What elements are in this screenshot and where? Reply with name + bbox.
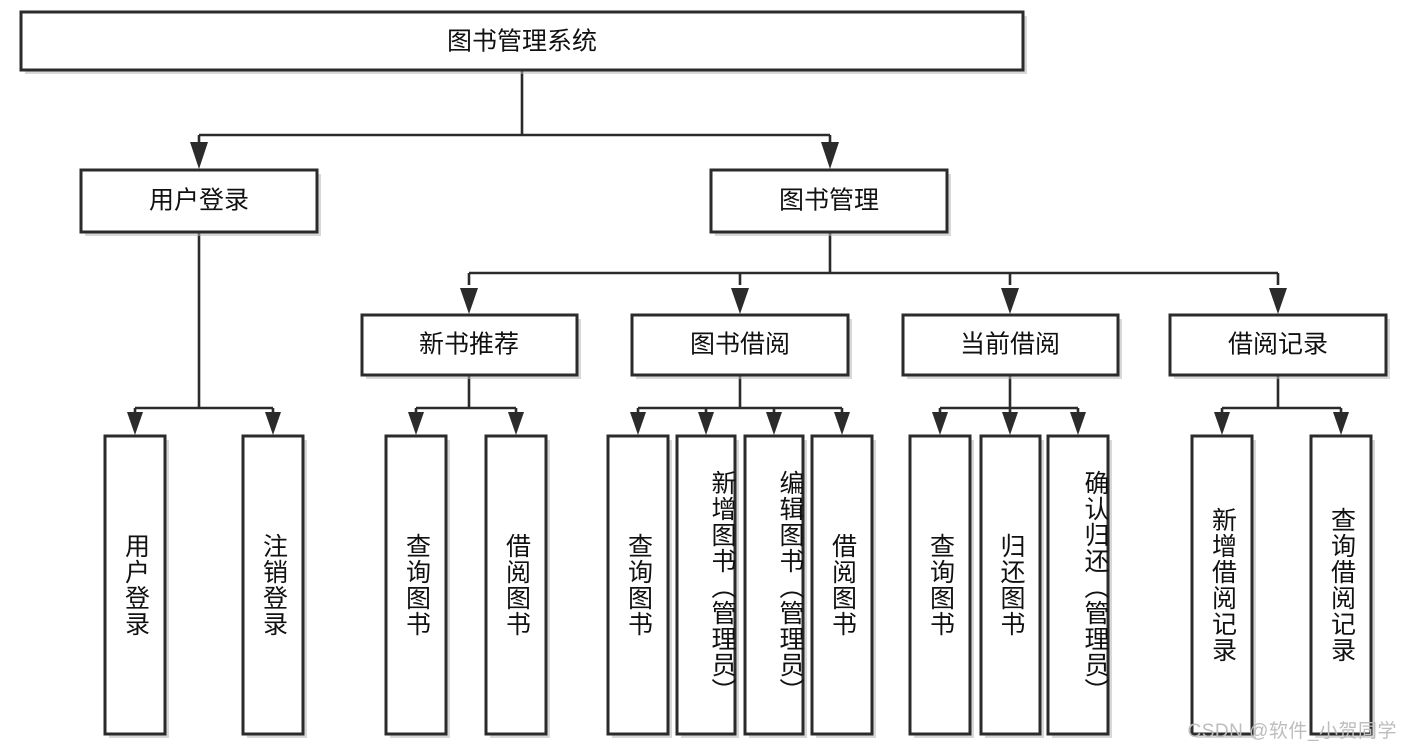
node-leaf-add-book-admin[interactable] (675, 434, 739, 738)
connector-book-manage-to-level3 (467, 232, 1280, 285)
arrow-book-manage-to-new-book (460, 288, 478, 314)
connector-layer (127, 70, 1349, 435)
node-leaf-add-borrow-record[interactable] (1190, 434, 1256, 738)
node-leaf-confirm-return-admin[interactable] (1046, 434, 1112, 738)
node-book-borrow-label: 图书借阅 (690, 331, 790, 359)
connector-current-to-leaves (938, 375, 1080, 418)
arrow-new-book-to-leaf-2 (508, 412, 524, 435)
arrow-book-manage-to-record (1269, 288, 1287, 314)
arrow-book-manage-to-borrow (731, 288, 749, 314)
arrow-root-to-book-manage (821, 142, 839, 169)
node-book-manage-label: 图书管理 (779, 187, 879, 215)
connector-root-to-level2 (197, 70, 832, 147)
node-borrow-record[interactable]: 借阅记录 (1168, 313, 1390, 379)
node-book-manage[interactable]: 图书管理 (709, 168, 951, 236)
node-root-label: 图书管理系统 (447, 28, 597, 56)
connector-new-book-to-leaves (414, 375, 518, 418)
arrow-record-to-leaf-1 (1214, 412, 1230, 435)
arrow-record-to-leaf-2 (1333, 412, 1349, 435)
arrow-current-to-leaf-1 (932, 412, 948, 435)
node-book-borrow[interactable]: 图书借阅 (630, 313, 852, 379)
node-leaf-logout[interactable] (241, 434, 307, 738)
node-leaf-query-book-1[interactable] (384, 434, 450, 738)
node-current-borrow-label: 当前借阅 (960, 331, 1060, 359)
arrow-borrow-to-leaf-2 (698, 412, 714, 435)
node-leaf-borrow-book-1[interactable] (484, 434, 550, 738)
connector-borrow-to-leaves (636, 375, 844, 418)
watermark-text: CSDN @软件_小贺同学 (1187, 721, 1397, 742)
node-user-login-label: 用户登录 (149, 187, 249, 215)
node-leaf-return-book[interactable] (979, 434, 1044, 738)
arrow-user-login-to-leaf-2 (265, 412, 281, 435)
node-new-book-recommend[interactable]: 新书推荐 (360, 313, 581, 379)
node-new-book-recommend-label: 新书推荐 (419, 331, 519, 359)
node-leaf-user-login[interactable] (103, 434, 169, 738)
node-current-borrow[interactable]: 当前借阅 (901, 313, 1122, 379)
node-leaf-edit-book-admin[interactable] (743, 434, 807, 738)
arrow-root-to-user-login (190, 142, 208, 169)
node-layer: 图书管理系统 用户登录 图书管理 新书推荐 (19, 10, 1390, 738)
arrow-borrow-to-leaf-1 (630, 412, 646, 435)
arrow-book-manage-to-current (1001, 288, 1019, 314)
node-leaf-query-book-2[interactable] (606, 434, 672, 738)
arrow-current-to-leaf-3 (1070, 412, 1086, 435)
node-leaf-query-borrow-record[interactable] (1309, 434, 1375, 738)
connector-record-to-leaves (1220, 375, 1343, 418)
arrow-current-to-leaf-2 (1002, 412, 1018, 435)
node-user-login[interactable]: 用户登录 (79, 168, 321, 236)
node-leaf-query-book-3[interactable] (908, 434, 974, 738)
node-root[interactable]: 图书管理系统 (19, 10, 1027, 74)
connector-user-login-to-leaves (133, 232, 275, 418)
arrow-borrow-to-leaf-3 (766, 412, 782, 435)
arrow-new-book-to-leaf-1 (408, 412, 424, 435)
node-leaf-borrow-book-2[interactable] (810, 434, 876, 738)
node-borrow-record-label: 借阅记录 (1228, 331, 1328, 359)
arrow-user-login-to-leaf-1 (127, 412, 143, 435)
arrow-borrow-to-leaf-4 (834, 412, 850, 435)
